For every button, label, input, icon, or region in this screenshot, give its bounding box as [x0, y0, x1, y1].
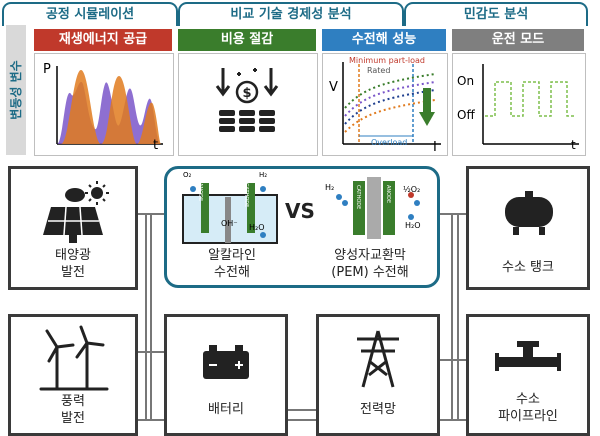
variable-sidebar: 변동성 변수: [6, 25, 26, 155]
pem-h2o-label: H₂O: [405, 221, 421, 230]
battery-icon: [203, 345, 249, 379]
panel-renewable: P t: [34, 53, 174, 156]
hydrogen-tank-icon: [505, 191, 553, 235]
power-tower-icon: [357, 330, 399, 388]
tab-simulation[interactable]: 공정 시뮬레이션: [2, 2, 178, 26]
solar-node: 태양광 발전: [8, 166, 138, 290]
overload-label: Overload: [371, 138, 408, 147]
pem-anode-label: ANODE: [385, 185, 391, 204]
header-renewable: 재생에너지 공급: [34, 29, 172, 51]
alkaline-h2-label: H₂: [259, 171, 268, 179]
electrolysis-comparison: O₂ H₂ OH⁻ H₂O ANODE CATHODE 알칼라인 수전해 VS …: [164, 166, 440, 288]
pem-cathode-label: CATHODE: [355, 185, 361, 210]
panel-operation: On Off t: [452, 53, 586, 156]
header-performance: 수전해 성능: [322, 29, 446, 51]
tab-sensitivity[interactable]: 민감도 분석: [404, 2, 588, 26]
pipeline-label: 수소 파이프라인: [498, 392, 558, 424]
battery-label: 배터리: [208, 402, 244, 417]
alkaline-cell-diagram: [182, 183, 278, 244]
performance-x-label: I: [433, 140, 437, 155]
pipeline-node: 수소 파이프라인: [466, 314, 590, 436]
header-cost: 비용 절감: [178, 29, 316, 51]
grid-label: 전력망: [360, 402, 396, 417]
cost-saving-icon: $: [215, 68, 279, 132]
performance-y-label: V: [329, 80, 338, 95]
pem-cell-diagram: [336, 177, 420, 239]
battery-node: 배터리: [164, 314, 288, 436]
renewable-supply-graph: [56, 66, 163, 145]
header-operation: 운전 모드: [452, 29, 584, 51]
pem-label: 양성자교환막 (PEM) 수전해: [331, 248, 409, 280]
tab-economics[interactable]: 비교 기술 경제성 분석: [178, 2, 404, 26]
alkaline-label: 알칼라인 수전해: [208, 248, 256, 280]
pem-o2-label: ½O₂: [403, 185, 421, 194]
renewable-y-label: P: [43, 62, 51, 77]
tank-label: 수소 탱크: [502, 260, 554, 275]
vs-label: VS: [285, 199, 315, 223]
tank-node: 수소 탱크: [466, 166, 590, 290]
min-partload-label: Minimum part-load: [349, 56, 426, 65]
alkaline-o2-label: O₂: [183, 171, 192, 179]
operation-mode-graph: [482, 64, 579, 145]
alkaline-oh-label: OH⁻: [221, 219, 238, 228]
panel-performance: V I Minimum part-load Rated Overload: [322, 53, 448, 156]
alkaline-anode-label: ANODE: [197, 183, 203, 202]
pem-h2-label: H₂: [325, 183, 335, 192]
panel-cost: $: [178, 53, 318, 156]
pipeline-icon: [495, 341, 561, 371]
grid-node: 전력망: [316, 314, 440, 436]
rated-label: Rated: [367, 66, 391, 75]
on-label: On: [457, 74, 475, 88]
performance-curve-graph: [342, 62, 441, 145]
svg-text:$: $: [242, 86, 251, 101]
solar-panel-icon: [43, 181, 109, 243]
wind-label: 풍력 발전: [61, 394, 85, 426]
solar-label: 태양광 발전: [55, 248, 91, 280]
renewable-x-label: t: [153, 138, 159, 153]
alkaline-h2o-label: H₂O: [249, 223, 265, 232]
wind-turbine-icon: [39, 325, 109, 391]
off-label: Off: [457, 108, 475, 122]
alkaline-cathode-label: CATHODE: [243, 183, 249, 208]
wind-node: 풍력 발전: [8, 314, 138, 436]
operation-x-label: t: [571, 138, 576, 152]
